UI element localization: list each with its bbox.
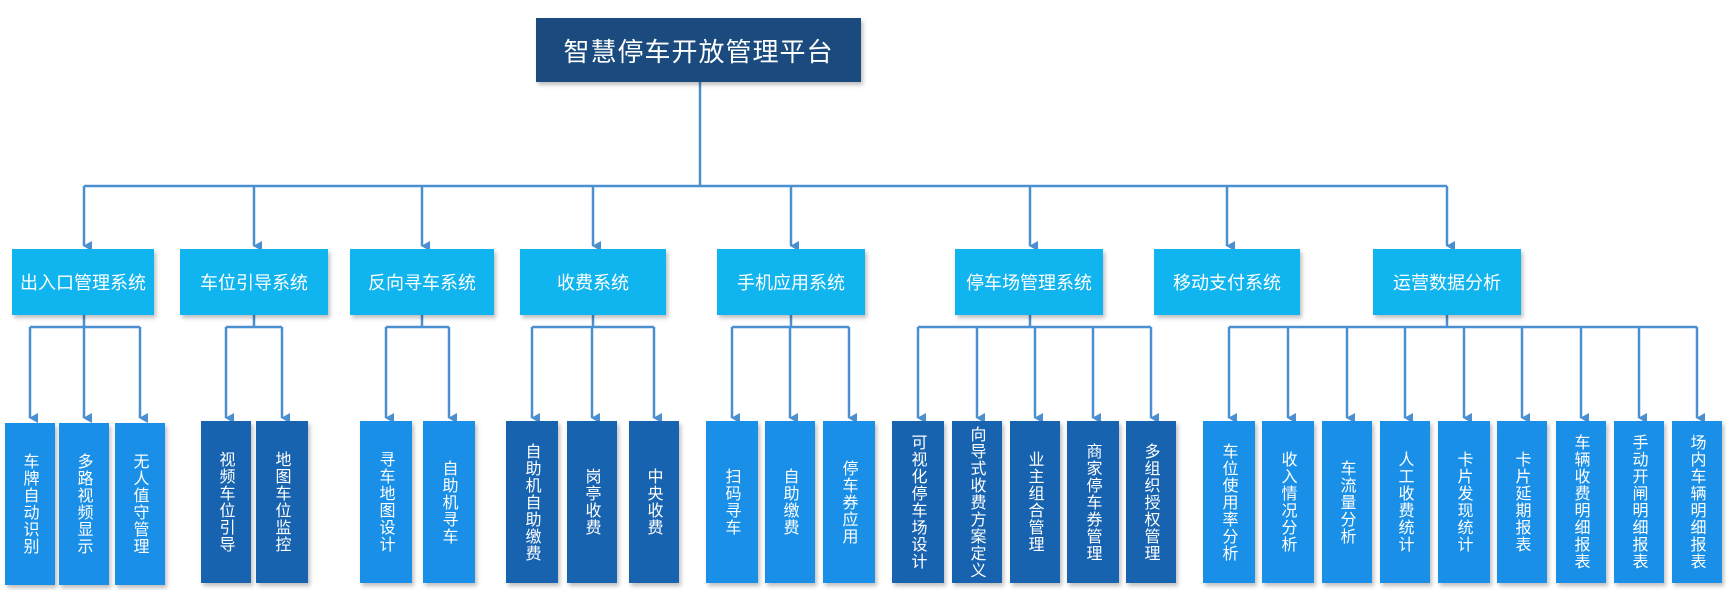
system-box-entrance: 出入口管理系统 <box>12 249 154 315</box>
leaf-box: 自助缴费 <box>765 421 815 583</box>
system-label: 停车场管理系统 <box>966 273 1092 294</box>
leaf-box: 寻车地图设计 <box>360 421 412 583</box>
system-label: 运营数据分析 <box>1393 273 1501 294</box>
system-box-reverse-search: 反向寻车系统 <box>350 249 494 315</box>
leaf-box: 自助机寻车 <box>423 421 475 583</box>
system-label: 移动支付系统 <box>1173 273 1281 294</box>
leaf-box: 岗亭收费 <box>567 421 617 583</box>
system-box-mobile-app: 手机应用系统 <box>717 249 865 315</box>
system-box-mobile-payment: 移动支付系统 <box>1154 249 1300 315</box>
leaf-box: 车流量分析 <box>1322 421 1372 583</box>
leaf-box: 向导式收费方案定义 <box>952 421 1002 583</box>
leaf-box: 场内车辆明细报表 <box>1672 421 1722 583</box>
system-label: 收费系统 <box>557 273 629 294</box>
leaf-box: 多路视频显示 <box>59 423 109 585</box>
system-box-charging: 收费系统 <box>520 249 666 315</box>
leaf-box: 卡片延期报表 <box>1497 421 1547 583</box>
leaf-box: 人工收费统计 <box>1380 421 1430 583</box>
leaf-box: 车牌自动识别 <box>5 423 55 585</box>
platform-title-box: 智慧停车开放管理平台 <box>536 18 861 82</box>
leaf-box: 收入情况分析 <box>1262 421 1314 583</box>
leaf-box: 手动开闸明细报表 <box>1614 421 1664 583</box>
leaf-box: 多组织授权管理 <box>1126 421 1176 583</box>
leaf-box: 地图车位监控 <box>256 421 308 583</box>
system-label: 手机应用系统 <box>737 273 845 294</box>
leaf-box: 车位使用率分析 <box>1203 421 1255 583</box>
leaf-box: 车辆收费明细报表 <box>1556 421 1606 583</box>
system-label: 出入口管理系统 <box>20 273 146 294</box>
system-label: 反向寻车系统 <box>368 273 476 294</box>
system-box-operations-analytics: 运营数据分析 <box>1373 249 1521 315</box>
leaf-box: 中央收费 <box>629 421 679 583</box>
leaf-box: 商家停车券管理 <box>1067 421 1119 583</box>
leaf-box: 卡片发现统计 <box>1438 421 1490 583</box>
platform-title: 智慧停车开放管理平台 <box>563 37 834 68</box>
system-box-space-guidance: 车位引导系统 <box>180 249 328 315</box>
leaf-box: 无人值守管理 <box>115 423 165 585</box>
leaf-box: 扫码寻车 <box>706 421 758 583</box>
leaf-box: 业主组合管理 <box>1010 421 1060 583</box>
system-box-parking-management: 停车场管理系统 <box>955 249 1103 315</box>
leaf-box: 视频车位引导 <box>201 421 251 583</box>
leaf-box: 可视化停车场设计 <box>892 421 944 583</box>
leaf-box: 停车券应用 <box>823 421 875 583</box>
leaf-box: 自助机自助缴费 <box>506 421 558 583</box>
system-label: 车位引导系统 <box>200 273 308 294</box>
